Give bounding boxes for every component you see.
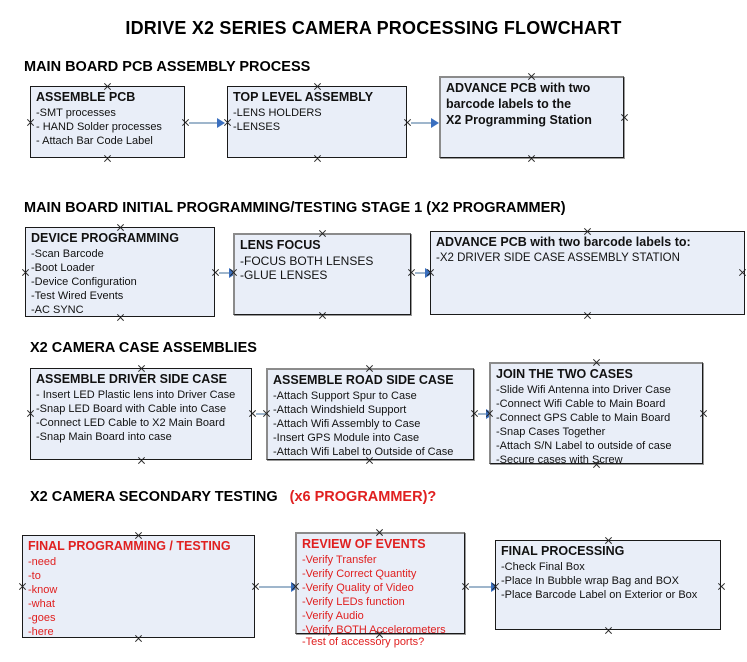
- arrow-1-1: [217, 118, 225, 128]
- box-item: -Connect GPS Cable to Main Board: [496, 412, 671, 424]
- section-header-1-text: MAIN BOARD PCB ASSEMBLY PROCESS: [24, 59, 311, 75]
- box-title: TOP LEVEL ASSEMBLY: [233, 90, 374, 104]
- box-item-overflow: -Test of accessory ports?: [302, 636, 425, 648]
- box-item: -Attach Windshield Support: [273, 404, 407, 416]
- arrow-1-2: [431, 118, 439, 128]
- section-header-3: X2 CAMERA CASE ASSEMBLIES: [30, 340, 257, 356]
- section-header-1: MAIN BOARD PCB ASSEMBLY PROCESS: [24, 59, 310, 75]
- box-item: -Attach Wifi Assembly to Case: [273, 418, 421, 430]
- box-advance-pcb-driver-side[interactable]: ADVANCE PCB with two barcode labels to: …: [430, 231, 745, 315]
- box-item: -Place In Bubble wrap Bag and BOX: [501, 575, 679, 587]
- box-item: -Verify LEDs function: [302, 596, 405, 608]
- connector-2-2: [415, 272, 429, 274]
- section-header-2-text: MAIN BOARD INITIAL PROGRAMMING/TESTING S…: [24, 200, 566, 216]
- box-item: -Attach S/N Label to outside of case: [496, 440, 672, 452]
- box-item: -Check Final Box: [501, 561, 585, 573]
- box-item: -Verify Quality of Video: [302, 582, 414, 594]
- box-item: -know: [28, 584, 58, 596]
- box-item: -to: [28, 570, 41, 582]
- box-item: -Boot Loader: [31, 262, 95, 274]
- connector-1-1: [189, 122, 219, 124]
- box-item: -LENS HOLDERS: [233, 107, 322, 119]
- box-item: X2 Programming Station: [446, 113, 592, 127]
- box-item: - Insert LED Plastic lens into Driver Ca…: [36, 389, 236, 401]
- arrow-2-2: [425, 268, 433, 278]
- section-header-4-accent: (x6 PROGRAMMER)?: [289, 489, 437, 505]
- box-item: -Slide Wifi Antenna into Driver Case: [496, 384, 671, 396]
- box-assemble-driver-side-case[interactable]: ASSEMBLE DRIVER SIDE CASE - Insert LED P…: [30, 368, 252, 460]
- box-lens-focus[interactable]: LENS FOCUS -FOCUS BOTH LENSES -GLUE LENS…: [233, 233, 411, 315]
- section-header-3-text: X2 CAMERA CASE ASSEMBLIES: [30, 340, 257, 356]
- box-item: -Attach Wifi Label to Outside of Case: [273, 446, 454, 458]
- connector-3-1: [256, 413, 268, 415]
- box-item: -X2 DRIVER SIDE CASE ASSEMBLY STATION: [436, 252, 680, 264]
- box-item: -Verify Correct Quantity: [302, 568, 417, 580]
- box-item: - Attach Bar Code Label: [36, 135, 153, 147]
- box-item: -Verify Transfer: [302, 554, 377, 566]
- box-device-programming[interactable]: DEVICE PROGRAMMING -Scan Barcode -Boot L…: [25, 227, 215, 317]
- connector-4-2: [469, 586, 493, 588]
- page-title: IDRIVE X2 SERIES CAMERA PROCESSING FLOWC…: [125, 18, 622, 38]
- box-item: -Device Configuration: [31, 276, 137, 288]
- connector-1-2: [411, 122, 433, 124]
- box-item: -Connect Wifi Cable to Main Board: [496, 398, 666, 410]
- box-title: FINAL PROGRAMMING / TESTING: [28, 539, 231, 553]
- box-item: -Snap Main Board into case: [36, 431, 172, 443]
- box-item: -Snap LED Board with Cable into Case: [36, 403, 227, 415]
- box-title: ASSEMBLE ROAD SIDE CASE: [273, 373, 454, 387]
- box-item: -Attach Support Spur to Case: [273, 390, 417, 402]
- box-title: DEVICE PROGRAMMING: [31, 231, 179, 245]
- box-top-level-assembly[interactable]: TOP LEVEL ASSEMBLY -LENS HOLDERS -LENSES: [227, 86, 407, 158]
- box-item: -FOCUS BOTH LENSES: [240, 254, 374, 268]
- box-assemble-road-side-case[interactable]: ASSEMBLE ROAD SIDE CASE -Attach Support …: [266, 368, 474, 460]
- box-title: ASSEMBLE PCB: [36, 90, 136, 104]
- box-item: -Verify BOTH Accelerometers: [302, 624, 446, 636]
- box-item: -Insert GPS Module into Case: [273, 432, 420, 444]
- box-assemble-pcb[interactable]: ASSEMBLE PCB -SMT processes - HAND Solde…: [30, 86, 185, 158]
- box-title: ADVANCE PCB with two: [446, 81, 591, 95]
- box-item: barcode labels to the: [446, 97, 572, 111]
- box-item: -need: [28, 556, 57, 568]
- box-title: REVIEW OF EVENTS: [302, 537, 426, 551]
- box-item: -Secure cases with Screw: [496, 454, 623, 466]
- box-item: -AC SYNC: [31, 304, 84, 316]
- box-item: -Snap Cases Together: [496, 426, 606, 438]
- box-join-the-two-cases[interactable]: JOIN THE TWO CASES -Slide Wifi Antenna i…: [489, 362, 703, 466]
- box-title: JOIN THE TWO CASES: [496, 367, 633, 381]
- box-review-of-events[interactable]: REVIEW OF EVENTS -Verify Transfer -Verif…: [295, 532, 465, 648]
- box-item: -GLUE LENSES: [240, 268, 328, 282]
- box-title: ADVANCE PCB with two barcode labels to:: [436, 235, 691, 249]
- section-header-2: MAIN BOARD INITIAL PROGRAMMING/TESTING S…: [24, 200, 566, 216]
- box-title: FINAL PROCESSING: [501, 544, 625, 558]
- box-item: -Scan Barcode: [31, 248, 104, 260]
- box-advance-pcb-programming-station[interactable]: ADVANCE PCB with two barcode labels to t…: [439, 76, 624, 158]
- box-item: -Connect LED Cable to X2 Main Board: [36, 417, 225, 429]
- connector-3-2: [478, 413, 488, 415]
- connector-4-1: [259, 586, 293, 588]
- connector-2-1: [219, 272, 233, 274]
- box-title: LENS FOCUS: [240, 238, 321, 252]
- box-item: -Place Barcode Label on Exterior or Box: [501, 589, 698, 601]
- section-header-4-text: X2 CAMERA SECONDARY TESTING: [30, 489, 278, 505]
- box-final-processing[interactable]: FINAL PROCESSING -Check Final Box -Place…: [495, 540, 721, 630]
- section-header-4: X2 CAMERA SECONDARY TESTING (x6 PROGRAMM…: [30, 489, 436, 505]
- box-item: -LENSES: [233, 121, 281, 133]
- box-item: -what: [28, 598, 55, 610]
- box-item: - HAND Solder processes: [36, 121, 162, 133]
- box-item: -here: [28, 626, 54, 638]
- box-item: -SMT processes: [36, 107, 116, 119]
- box-final-programming-testing[interactable]: FINAL PROGRAMMING / TESTING -need -to -k…: [22, 535, 255, 638]
- box-title: ASSEMBLE DRIVER SIDE CASE: [36, 372, 228, 386]
- box-item: -Verify Audio: [302, 610, 364, 622]
- box-item: -Test Wired Events: [31, 290, 124, 302]
- box-item: -goes: [28, 612, 56, 624]
